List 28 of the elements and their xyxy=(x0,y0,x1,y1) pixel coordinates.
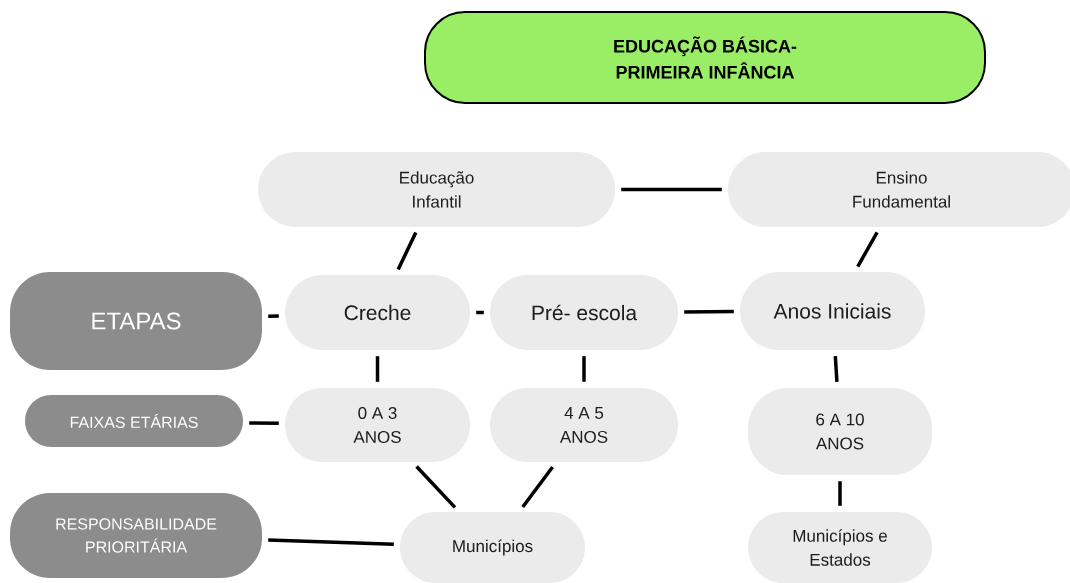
rounded-box: Anos Iniciais xyxy=(740,272,925,350)
connector-line xyxy=(856,231,879,268)
rounded-box: 6 A 10 ANOS xyxy=(748,388,932,475)
rounded-box: 4 A 5 ANOS xyxy=(490,388,678,462)
rounded-box: RESPONSABILIDADE PRIORITÁRIA xyxy=(10,493,262,578)
connector-line xyxy=(684,309,734,314)
rounded-box: Educação Infantil xyxy=(258,152,615,227)
connector-line xyxy=(415,465,457,509)
title-box: EDUCAÇÃO BÁSICA- PRIMEIRA INFÂNCIA xyxy=(424,11,986,104)
rounded-box: Pré- escola xyxy=(490,275,678,350)
connector-line xyxy=(249,421,279,426)
rounded-box: Municípios e Estados xyxy=(748,512,932,583)
rounded-box: Ensino Fundamental xyxy=(728,152,1070,227)
connector-line xyxy=(521,465,554,509)
rounded-box: Municípios xyxy=(400,512,585,583)
connector-line xyxy=(621,187,722,192)
rounded-box: Creche xyxy=(285,275,470,350)
connector-line xyxy=(375,356,380,382)
connector-line xyxy=(582,356,586,382)
connector-line xyxy=(833,356,839,382)
connector-line xyxy=(396,231,418,271)
rounded-box: 0 A 3 ANOS xyxy=(285,388,470,462)
connector-line xyxy=(838,481,842,506)
rounded-box: ETAPAS xyxy=(10,272,262,370)
connector-line xyxy=(476,310,484,315)
connector-line xyxy=(268,538,394,546)
rounded-box: FAIXAS ETÁRIAS xyxy=(25,395,243,447)
connector-line xyxy=(268,314,279,319)
